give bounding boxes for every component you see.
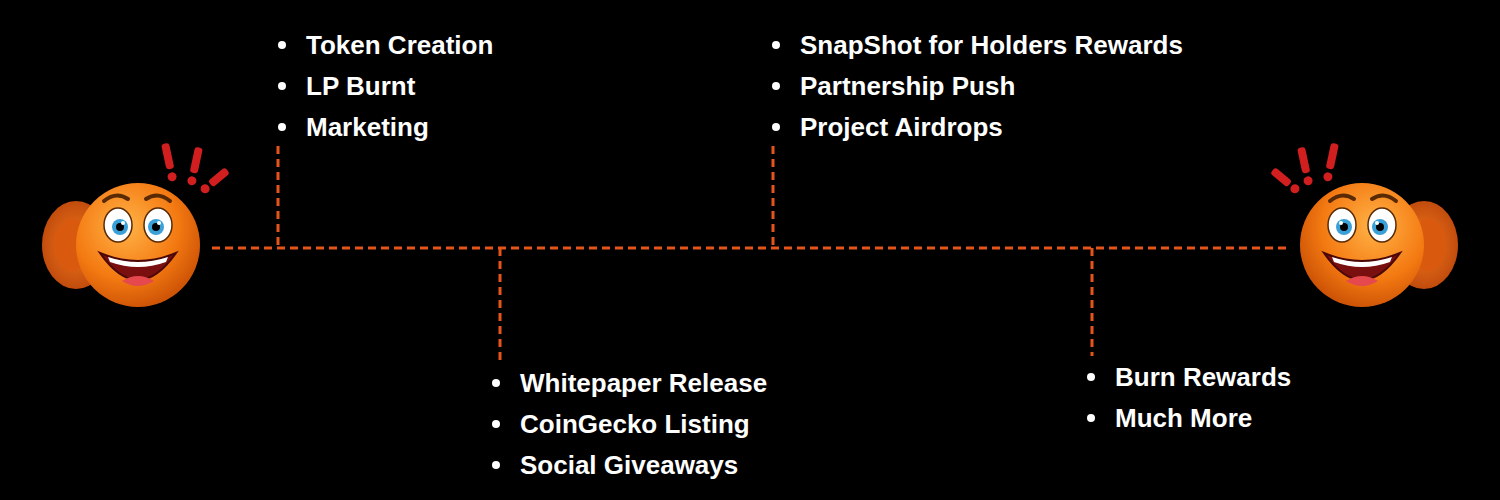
bullet-dot xyxy=(492,379,500,387)
roadmap-item: Social Giveaways xyxy=(492,448,738,482)
timeline-lines xyxy=(212,146,1288,362)
roadmap-item: LP Burnt xyxy=(278,69,415,103)
bullet-dot xyxy=(772,41,780,49)
roadmap-item: Partnership Push xyxy=(772,69,1015,103)
milestone-text: Social Giveaways xyxy=(520,448,738,482)
roadmap-item: Project Airdrops xyxy=(772,110,1003,144)
bullet-dot xyxy=(772,123,780,131)
emoji-right xyxy=(1270,143,1458,307)
milestone-text: Burn Rewards xyxy=(1115,360,1291,394)
milestone-text: Token Creation xyxy=(306,28,493,62)
roadmap-item: Burn Rewards xyxy=(1087,360,1291,394)
milestone-text: Marketing xyxy=(306,110,429,144)
bullet-dot xyxy=(278,123,286,131)
roadmap-item: CoinGecko Listing xyxy=(492,407,750,441)
bullet-dot xyxy=(278,82,286,90)
roadmap-item: Much More xyxy=(1087,401,1252,435)
milestone-text: SnapShot for Holders Rewards xyxy=(800,28,1183,62)
roadmap-item: Whitepaper Release xyxy=(492,366,767,400)
bullet-dot xyxy=(492,461,500,469)
roadmap-item: SnapShot for Holders Rewards xyxy=(772,28,1183,62)
milestone-text: Project Airdrops xyxy=(800,110,1003,144)
bullet-dot xyxy=(492,420,500,428)
roadmap-item: Token Creation xyxy=(278,28,493,62)
milestone-text: Much More xyxy=(1115,401,1252,435)
emoji-left xyxy=(42,143,230,307)
milestone-text: Whitepaper Release xyxy=(520,366,767,400)
milestone-text: CoinGecko Listing xyxy=(520,407,750,441)
bullet-dot xyxy=(772,82,780,90)
bullet-dot xyxy=(1087,414,1095,422)
bullet-dot xyxy=(1087,373,1095,381)
milestone-text: LP Burnt xyxy=(306,69,415,103)
bullet-dot xyxy=(278,41,286,49)
milestone-text: Partnership Push xyxy=(800,69,1015,103)
roadmap-item: Marketing xyxy=(278,110,429,144)
